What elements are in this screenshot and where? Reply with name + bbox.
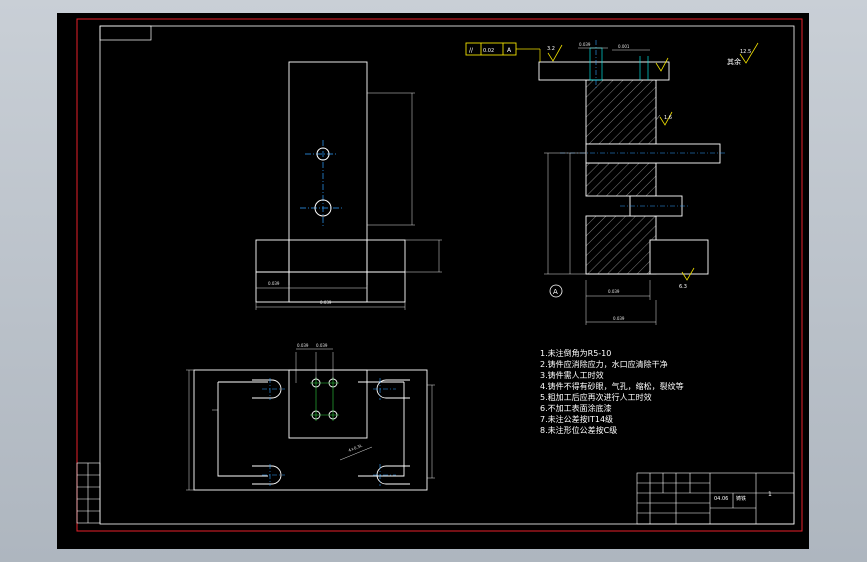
note-8: 8.未注形位公差按C级 <box>540 425 617 435</box>
section-dim-top-a: 0.039 <box>579 42 591 47</box>
section-flange <box>649 239 709 275</box>
roughness-label-top: 3.2 <box>547 46 555 52</box>
plan-dim-top-a: 0.039 <box>297 343 309 348</box>
plan-dim-top-b: 0.039 <box>316 343 328 348</box>
roughness-label-remaining-value: 12.5 <box>740 49 751 55</box>
section-top-flange <box>538 61 670 81</box>
plan-view-centerlines <box>262 378 396 486</box>
title-block-scale: 04.06 <box>714 496 728 502</box>
section-view-centerlines <box>560 40 725 207</box>
section-bore <box>585 143 721 164</box>
roughness-label-remaining: 其余 <box>727 57 741 66</box>
plan-view-dimensions <box>186 348 435 491</box>
section-dim-bottom-a: 0.039 <box>608 289 620 294</box>
section-dim-bottom-b: 0.039 <box>613 316 625 321</box>
plan-view-green-centers <box>310 377 339 421</box>
section-view <box>538 61 721 275</box>
front-view-hole-lower <box>314 199 332 217</box>
technical-notes: 1.未注倒角为R5-10 2.铸件应消除应力，水口应清除干净 3.铸件需人工时效… <box>540 348 684 435</box>
plan-view <box>193 369 428 491</box>
note-5: 5.粗加工后应再次进行人工时效 <box>540 392 652 402</box>
left-binding-table <box>76 462 101 524</box>
tolerance-symbol: // <box>469 47 474 54</box>
note-4: 4.铸件不得有砂眼，气孔，缩松，裂纹等 <box>540 381 684 391</box>
section-upper-hatch <box>585 79 657 145</box>
corner-label-box <box>99 25 152 41</box>
note-1: 1.未注倒角为R5-10 <box>540 348 611 358</box>
plan-dim-slot: 4×0.3L <box>348 443 364 453</box>
front-view-centerlines <box>300 140 343 228</box>
datum-label: A <box>553 288 558 296</box>
front-view-hole-upper <box>316 147 330 161</box>
tolerance-frame: // 0.02 A <box>465 42 541 62</box>
roughness-symbols <box>547 42 759 281</box>
title-block <box>636 472 795 525</box>
title-block-material: 铸铁 <box>736 495 746 502</box>
sheet-border <box>76 18 803 532</box>
roughness-label-side: 1.6 <box>664 115 672 121</box>
tolerance-value: 0.02 <box>483 48 494 54</box>
note-2: 2.铸件应消除应力，水口应清除干净 <box>540 359 668 369</box>
roughness-label-flange: 6.3 <box>679 284 687 290</box>
front-view <box>255 61 406 303</box>
note-7: 7.未注公差按IT14级 <box>540 414 613 424</box>
tolerance-datum: A <box>507 47 512 54</box>
title-block-sheet: 1 <box>768 491 772 498</box>
front-view-dimensions <box>255 92 442 310</box>
datum-circle <box>549 284 563 298</box>
note-6: 6.不加工表面涂底漆 <box>540 403 612 413</box>
plan-view-boss <box>288 369 368 439</box>
front-dim-inner-label: 0.039 <box>268 281 280 286</box>
section-view-dimensions <box>544 47 661 325</box>
front-view-base <box>255 239 406 303</box>
section-dim-top-b: 0.001 <box>618 44 630 49</box>
sheet-inner-frame <box>99 25 795 525</box>
cad-viewport <box>57 13 809 549</box>
section-lower-hatch <box>585 215 657 275</box>
section-middle-hatch <box>585 162 657 197</box>
front-dim-bottom-label: 0.039 <box>320 300 332 305</box>
note-3: 3.铸件需人工时效 <box>540 370 604 380</box>
